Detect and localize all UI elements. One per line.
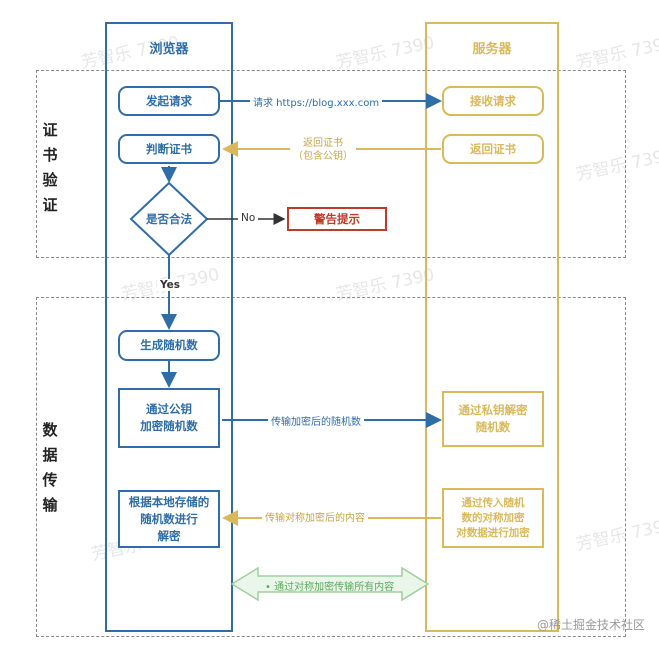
- warning-node: 警告提示: [287, 207, 387, 231]
- cert-verify-label: 证 书 验 证: [42, 121, 58, 214]
- browser-lane: 浏览器: [105, 22, 233, 632]
- check-cert-node: 判断证书: [118, 134, 220, 164]
- request-label: 请求 https://blog.xxx.com: [250, 94, 383, 109]
- credit-text: @稀土掘金技术社区: [536, 618, 645, 632]
- gen-random-node: 生成随机数: [118, 330, 220, 361]
- encrypt-data-node: 通过传入随机 数的对称加密 对数据进行加密: [442, 488, 544, 548]
- send-content-label: 传输对称加密后的内容: [262, 512, 368, 525]
- decrypt-node: 根据本地存储的 随机数进行 解密: [118, 490, 220, 548]
- yes-label: Yes: [157, 279, 184, 291]
- bidirectional-label: • 通过对称加密传输所有内容: [265, 582, 395, 593]
- server-lane: 服务器: [425, 22, 559, 632]
- receive-request-node: 接收请求: [442, 86, 544, 116]
- browser-lane-title: 浏览器: [149, 42, 189, 57]
- send-request-node: 发起请求: [118, 86, 220, 116]
- encrypt-random-node: 通过公钥 加密随机数: [118, 388, 220, 448]
- send-random-label: 传输加密后的随机数: [268, 413, 364, 428]
- return-cert-label: 返回证书 （包含公钥）: [290, 137, 356, 163]
- data-transfer-section: [36, 297, 626, 637]
- bidirectional-arrow: [230, 566, 430, 602]
- is-valid-label: 是否合法: [146, 212, 192, 226]
- data-transfer-label: 数 据 传 输: [42, 421, 58, 514]
- server-lane-title: 服务器: [472, 42, 512, 57]
- no-label: No: [238, 212, 259, 224]
- return-cert-node: 返回证书: [442, 134, 544, 164]
- private-decrypt-node: 通过私钥解密 随机数: [442, 391, 544, 447]
- cert-verify-section: [36, 70, 626, 258]
